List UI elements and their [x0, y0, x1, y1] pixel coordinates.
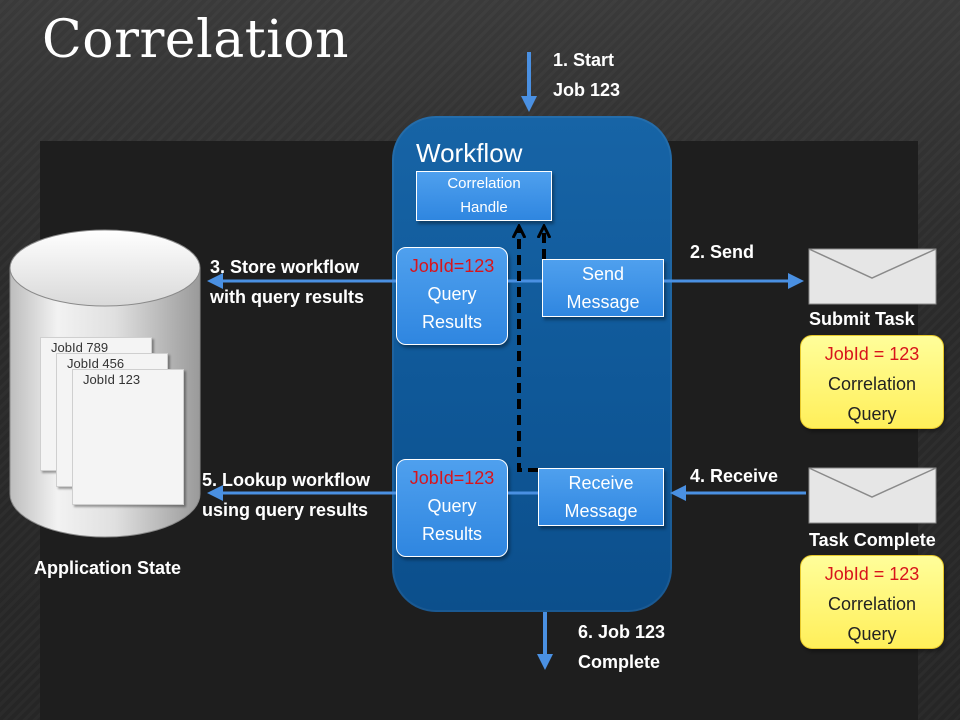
- step-3-line-1: 3. Store workflow: [210, 257, 360, 277]
- submit-task-envelope-icon: [808, 248, 937, 305]
- task-complete-line-2: Query: [847, 624, 897, 644]
- receive-message-line-2: Message: [564, 501, 638, 521]
- task-complete-note: JobId = 123 Correlation Query: [800, 555, 944, 649]
- send-message-line-1: Send: [581, 264, 625, 284]
- step-5-line-2: using query results: [202, 500, 369, 520]
- query-results-top-line-2: Results: [421, 312, 483, 332]
- step-1-label: 1. Start Job 123: [553, 45, 620, 105]
- step-1-line-2: Job 123: [553, 80, 621, 100]
- step-6-label: 6. Job 123 Complete: [578, 617, 665, 677]
- step-6-line-1: 6. Job 123: [578, 622, 666, 642]
- step-3-label: 3. Store workflow with query results: [210, 252, 364, 312]
- step-1-line-1: 1. Start: [553, 50, 615, 70]
- submit-task-note: JobId = 123 Correlation Query: [800, 335, 944, 429]
- step-5-line-1: 5. Lookup workflow: [202, 470, 371, 490]
- step-5-label: 5. Lookup workflow using query results: [202, 465, 370, 525]
- doc-jobid-789-label: JobId 789: [51, 340, 109, 355]
- submit-task-line-1: Correlation: [827, 374, 917, 394]
- application-state-label: Application State: [34, 558, 182, 578]
- query-results-box-top: JobId=123 Query Results: [396, 247, 508, 345]
- step-2-label: 2. Send: [690, 242, 755, 262]
- step-3-line-2: with query results: [210, 287, 365, 307]
- workflow-title: Workflow: [416, 138, 523, 168]
- step-4-label: 4. Receive: [690, 466, 779, 486]
- doc-jobid-123-label: JobId 123: [83, 372, 141, 387]
- query-results-bottom-line-2: Results: [421, 524, 483, 544]
- step-6-line-2: Complete: [578, 652, 661, 672]
- correlation-handle-line-1: Correlation: [447, 175, 521, 192]
- query-results-bottom-line-1: Query: [427, 496, 477, 516]
- cylinder-top: [9, 229, 201, 307]
- send-message-line-2: Message: [566, 292, 640, 312]
- query-results-top-jobid: JobId=123: [409, 256, 495, 276]
- doc-jobid-456-label: JobId 456: [67, 356, 125, 371]
- send-message-box: Send Message: [542, 259, 664, 317]
- correlation-handle-box: Correlation Handle: [416, 171, 552, 221]
- query-results-bottom-jobid: JobId=123: [409, 468, 495, 488]
- submit-task-label: Submit Task: [809, 309, 915, 329]
- submit-task-jobid: JobId = 123: [824, 344, 920, 364]
- correlation-handle-line-2: Handle: [460, 199, 508, 216]
- doc-jobid-123: JobId 123: [72, 369, 184, 505]
- page-title: Correlation: [42, 10, 350, 70]
- query-results-box-bottom: JobId=123 Query Results: [396, 459, 508, 557]
- submit-task-line-2: Query: [847, 404, 897, 424]
- task-complete-label: Task Complete: [809, 530, 936, 550]
- query-results-top-line-1: Query: [427, 284, 477, 304]
- task-complete-jobid: JobId = 123: [824, 564, 920, 584]
- task-complete-envelope-icon: [808, 467, 937, 524]
- receive-message-line-1: Receive: [568, 473, 634, 493]
- receive-message-box: Receive Message: [538, 468, 664, 526]
- task-complete-line-1: Correlation: [827, 594, 917, 614]
- dashed-line-receive: [519, 228, 538, 472]
